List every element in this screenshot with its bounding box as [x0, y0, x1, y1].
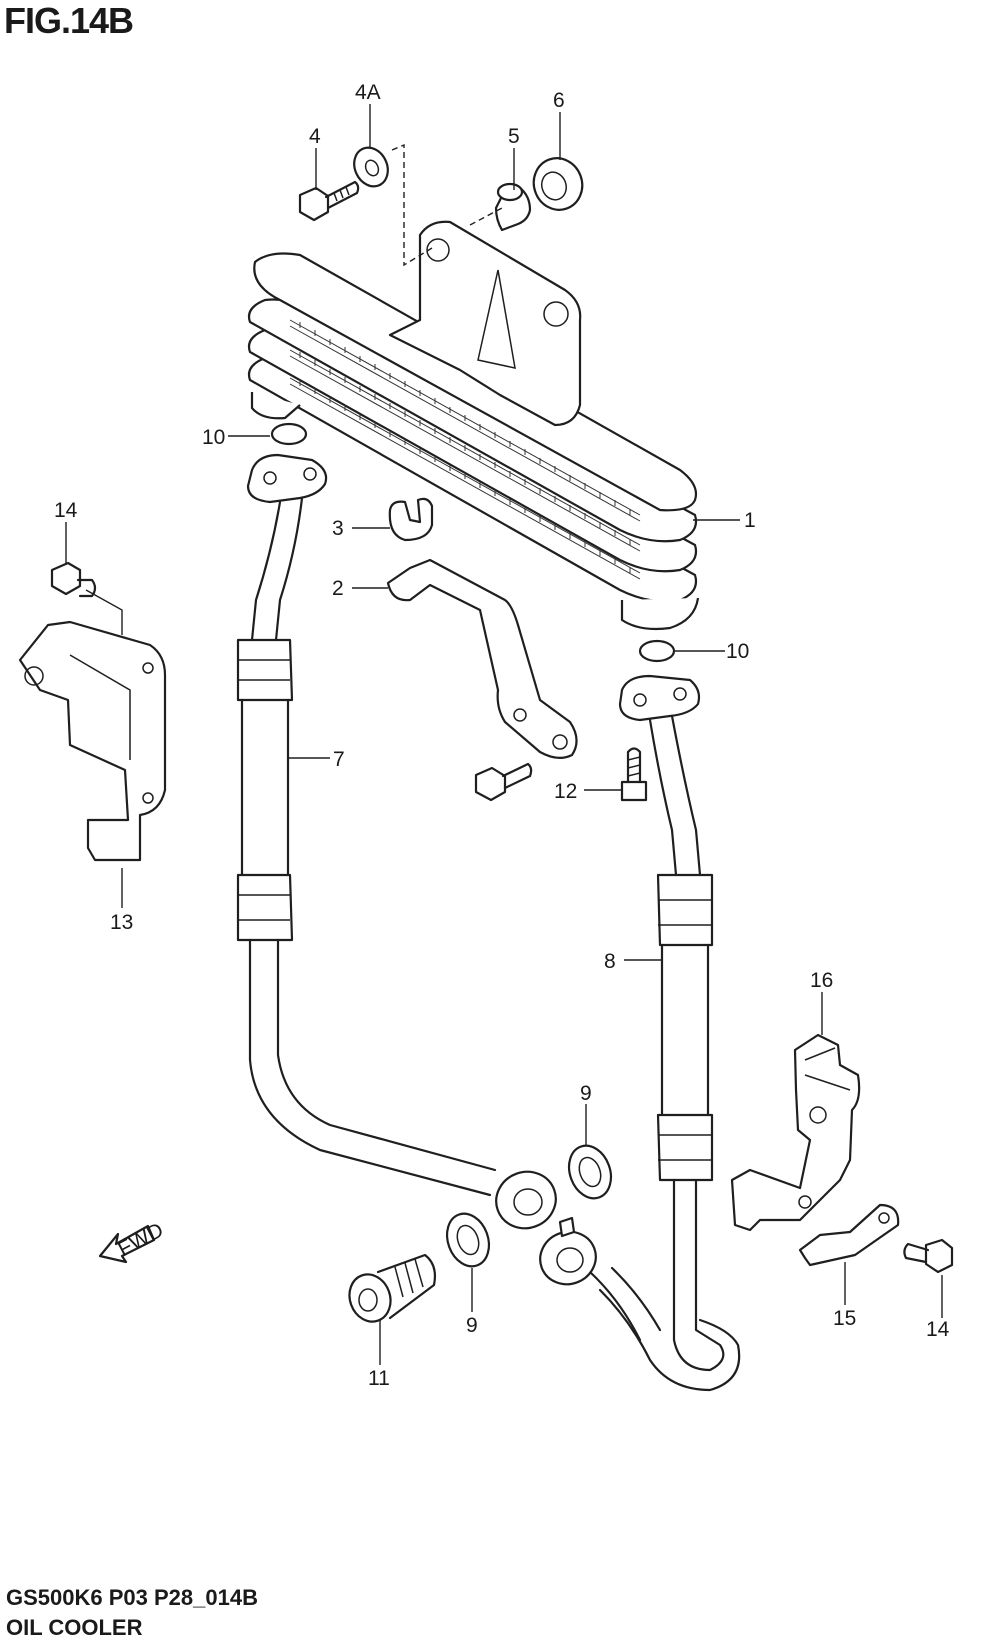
oil-cooler-core[interactable]	[247, 220, 700, 631]
oil-hose-8[interactable]	[533, 674, 741, 1392]
callout-3: 3	[332, 517, 344, 540]
callout-7: 7	[333, 748, 345, 771]
callout-13: 13	[110, 911, 133, 934]
washer-4a[interactable]	[348, 142, 394, 192]
o-ring-10-lower[interactable]	[638, 639, 676, 663]
bolt-14-left[interactable]	[50, 561, 123, 635]
bolt-14-right[interactable]	[903, 1238, 954, 1274]
fwd-label: FWD	[114, 1218, 167, 1261]
bolt-12[interactable]	[620, 747, 648, 802]
collar-5[interactable]	[494, 182, 532, 232]
callout-9-upper: 9	[580, 1082, 592, 1105]
callout-6: 6	[553, 89, 565, 112]
o-ring-10-upper[interactable]	[270, 422, 308, 446]
callout-10-upper: 10	[202, 426, 225, 449]
callout-5: 5	[508, 125, 520, 148]
washer-9-upper[interactable]	[562, 1140, 618, 1204]
bracket-15[interactable]	[798, 1203, 900, 1267]
grommet-6[interactable]	[527, 151, 590, 216]
model-code: GS500K6 P03 P28_014B	[6, 1585, 258, 1610]
bracket-16[interactable]	[730, 1033, 861, 1232]
callout-2: 2	[332, 577, 344, 600]
callout-16: 16	[810, 969, 833, 992]
clamp-3[interactable]	[388, 497, 434, 542]
union-bolt-11[interactable]	[343, 1253, 437, 1327]
clamp-13[interactable]	[18, 620, 167, 862]
bolt-bracket[interactable]	[474, 762, 533, 802]
oil-hose-7[interactable]	[236, 453, 564, 1237]
callout-8: 8	[604, 950, 616, 973]
callout-4a: 4A	[355, 81, 381, 104]
bracket-2[interactable]	[386, 558, 578, 759]
washer-9-lower[interactable]	[440, 1208, 496, 1272]
callout-9-lower: 9	[466, 1314, 478, 1337]
figure-title: FIG.14B	[4, 0, 134, 41]
fwd-arrow-icon: FWD	[98, 1218, 167, 1264]
callout-12: 12	[554, 780, 577, 803]
callout-4: 4	[309, 125, 321, 148]
callout-14-left: 14	[54, 499, 78, 522]
callout-1: 1	[744, 509, 756, 532]
callout-14-right: 14	[926, 1318, 950, 1341]
callout-10-lower: 10	[726, 640, 749, 663]
callout-11: 11	[368, 1367, 390, 1390]
callout-15: 15	[833, 1307, 856, 1330]
assembly-name: OIL COOLER	[6, 1615, 143, 1640]
bolt-4[interactable]	[298, 180, 360, 222]
